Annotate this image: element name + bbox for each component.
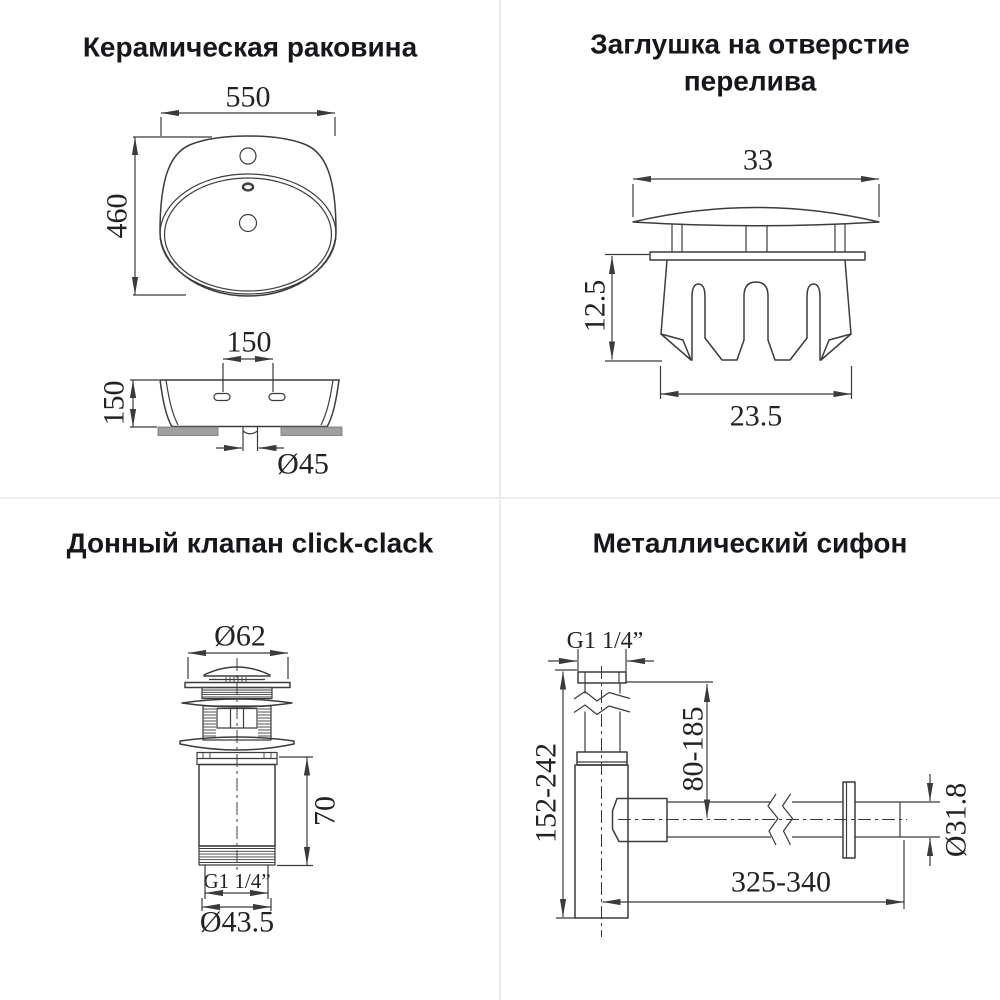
dim-inlet-height-label: 80-185 xyxy=(677,707,710,792)
sink-outer-outline xyxy=(159,135,337,297)
mount-hole-right xyxy=(268,392,286,402)
siphon-view: G1 1/4” xyxy=(530,628,973,937)
siphon-outlet-pipe xyxy=(667,793,901,846)
mount-pad-right xyxy=(280,426,343,436)
panel-title: Керамическая раковина xyxy=(83,32,418,63)
dim-body-diameter-label: Ø43.5 xyxy=(200,906,274,939)
sink-top-view: 550 460 xyxy=(101,81,337,297)
plug-flange xyxy=(649,251,866,261)
sink-rim-inner xyxy=(163,177,333,292)
siphon-drawing: Металлический сифон G1 1/4” xyxy=(530,528,973,937)
sink-rim-outer xyxy=(159,173,337,295)
panel-ceramic-sink: Керамическая раковина 550 460 150 xyxy=(0,0,500,500)
valve-dish-flange xyxy=(179,736,295,751)
plug-drawing: Заглушка на отверстие перелива 33 xyxy=(579,29,910,433)
valve-thread-lines xyxy=(203,708,271,737)
plug-cap xyxy=(632,206,880,227)
dim-cap-width-label: 33 xyxy=(743,144,773,177)
drain-stub xyxy=(242,430,258,435)
dim-body-width-label: 23.5 xyxy=(730,400,783,433)
panel-title: Донный клапан click-clack xyxy=(67,528,434,559)
dim-body-height-label: 70 xyxy=(309,796,342,826)
dim-thread-label: G1 1/4” xyxy=(203,869,270,893)
siphon-elbow xyxy=(611,797,668,843)
dim-hole-spacing-label: 150 xyxy=(227,326,272,359)
dim-insert-depth-label: 12.5 xyxy=(579,280,612,333)
plug-claws xyxy=(660,259,852,361)
dim-height-label: 460 xyxy=(101,194,134,239)
panel-title-line1: Заглушка на отверстие xyxy=(590,29,910,60)
mount-pad-left xyxy=(157,426,219,436)
dim-thread-label: G1 1/4” xyxy=(567,628,644,654)
vertical-divider xyxy=(499,0,501,1000)
siphon-inlet-pipe xyxy=(573,683,631,752)
panel-title: Металлический сифон xyxy=(593,528,908,559)
overflow-hole xyxy=(241,182,255,192)
plug-stems xyxy=(671,223,846,252)
dim-pipe-diameter-label: Ø31.8 xyxy=(940,783,973,857)
dim-drain-label: Ø45 xyxy=(277,448,329,481)
cap-neck-ribs xyxy=(225,677,247,683)
panel-overflow-plug: Заглушка на отверстие перелива 33 xyxy=(500,0,1000,500)
panel-metal-siphon: Металлический сифон G1 1/4” xyxy=(500,500,1000,1000)
mount-hole-left xyxy=(213,392,231,402)
dim-total-height-label: 152-242 xyxy=(530,743,563,843)
panel-title-line2: перелива xyxy=(684,66,817,97)
sink-drawing: Керамическая раковина 550 460 150 xyxy=(83,32,418,481)
horizontal-divider xyxy=(0,497,1000,499)
drain-hole xyxy=(238,213,258,233)
valve-drawing: Донный клапан click-clack Ø62 xyxy=(67,528,434,939)
plug-view: 33 xyxy=(579,144,880,433)
dim-cap-diameter-label: Ø62 xyxy=(214,620,266,653)
sink-side-view: 150 Ø45 150 xyxy=(98,326,343,481)
valve-view: Ø62 xyxy=(179,620,342,939)
faucet-hole xyxy=(239,147,257,165)
panel-click-clack: Донный клапан click-clack Ø62 xyxy=(0,500,500,1000)
dim-pipe-length-label: 325-340 xyxy=(731,866,831,899)
dim-depth-label: 150 xyxy=(98,381,131,426)
dim-width-label: 550 xyxy=(226,81,271,114)
